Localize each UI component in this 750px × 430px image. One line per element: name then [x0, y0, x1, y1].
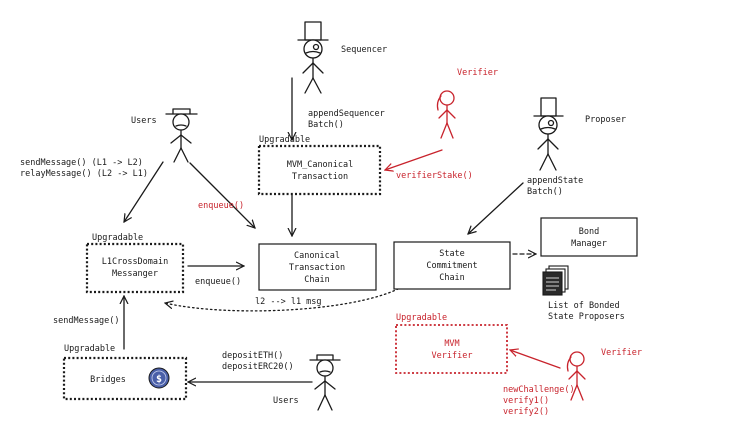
dollar-coin-icon: $ — [148, 367, 170, 389]
bridges-label: Bridges — [90, 375, 126, 385]
proposer-label: Proposer — [585, 115, 626, 125]
sequencer-actor: Sequencer — [297, 21, 387, 94]
upgradable-badge-bridges: Upgradable — [64, 344, 115, 354]
upgradable-badge-l1cdm: Upgradable — [92, 233, 143, 243]
append-sequencer-line-2: Batch() — [308, 120, 344, 130]
mvm-verifier-box — [395, 324, 508, 374]
bond-manager-box — [540, 217, 638, 257]
arrow-verifier-to-mvm-tx — [385, 149, 443, 170]
arrow-users-to-l1cdm — [124, 161, 164, 222]
new-challenge-label: newChallenge() — [503, 385, 575, 395]
l1-cross-domain-messenger-box — [85, 242, 185, 294]
proposer-actor: Proposer — [533, 97, 626, 171]
verifier-bottom-actor: Verifier — [566, 348, 642, 401]
arrow-users-to-ctc — [189, 162, 255, 228]
svg-text:$: $ — [156, 374, 162, 385]
ctc-line-3: Chain — [304, 275, 330, 285]
ctc-line-2: Transaction — [289, 263, 345, 273]
l1cdm-line-2: Messanger — [112, 269, 158, 279]
enqueue-label: enqueue() — [195, 277, 241, 287]
ponytail-person-icon — [566, 351, 586, 401]
bonded-proposers-line-2: State Proposers — [548, 312, 625, 322]
state-commitment-chain-box — [393, 241, 511, 290]
l1cdm-line-1: L1CrossDomain — [102, 257, 169, 267]
ctc-line-1: Canonical — [294, 251, 340, 261]
send-message-label: sendMessage() — [53, 316, 120, 326]
flow-arrows — [124, 77, 561, 382]
mvm-verifier-line-1: MVM — [444, 339, 459, 349]
scc-line-1: State — [439, 249, 465, 259]
mvm-verifier-line-2: Verifier — [432, 351, 473, 361]
bond-line-2: Manager — [571, 239, 607, 249]
bond-line-1: Bond — [579, 227, 599, 237]
send-message-l1-l2: sendMessage() (L1 -> L2) — [20, 158, 143, 168]
scc-line-2: Commitment — [426, 261, 477, 271]
flat-hat-person-icon — [165, 108, 198, 163]
verifier-stake-label: verifierStake() — [396, 171, 473, 181]
deposit-eth-label: depositETH() — [222, 351, 283, 361]
upgradable-badge-verifier: Upgradable — [396, 313, 447, 323]
mvm-canonical-transaction-box — [257, 144, 382, 196]
bonded-proposers-line-1: List of Bonded — [548, 301, 620, 311]
verifier-top-label: Verifier — [457, 68, 498, 78]
scc-line-3: Chain — [439, 273, 465, 283]
relay-message-l2-l1: relayMessage() (L2 -> L1) — [20, 169, 148, 179]
arrow-ctc-to-l1cdm-dotted — [165, 281, 411, 312]
arrow-proposer-to-scc — [468, 182, 524, 234]
users-top-actor: Users — [131, 108, 198, 163]
append-sequencer-line-1: appendSequencer — [308, 109, 385, 119]
verifier-bottom-label: Verifier — [601, 348, 642, 358]
mvm-tx-line-2: Transaction — [292, 172, 348, 182]
arrow-verifier-to-mvm-verifier — [510, 350, 561, 369]
deposit-erc20-label: depositERC20() — [222, 362, 294, 372]
canonical-transaction-chain-box — [258, 243, 377, 291]
users-top-label: Users — [131, 116, 157, 126]
l2-to-l1-msg-label: l2 --> l1 msg — [255, 297, 322, 307]
mvm-tx-line-1: MVM_Canonical — [287, 160, 354, 170]
enqueue-red-label: enqueue() — [198, 201, 244, 211]
flat-hat-person-icon — [309, 354, 341, 411]
verify1-label: verify1() — [503, 396, 549, 406]
append-state-line-1: appendState — [527, 176, 583, 186]
verifier-top-actor: Verifier — [436, 68, 498, 139]
users-bottom-actor: Users — [273, 354, 341, 411]
users-bottom-label: Users — [273, 396, 299, 406]
ponytail-person-icon — [436, 90, 456, 139]
sequencer-label: Sequencer — [341, 45, 387, 55]
top-hat-person-icon — [533, 97, 564, 171]
document-stack-icon — [542, 265, 569, 296]
top-hat-person-icon — [297, 21, 329, 94]
upgradable-badge-mvm-tx: Upgradable — [259, 135, 310, 145]
verify2-label: verify2() — [503, 407, 549, 417]
append-state-line-2: Batch() — [527, 187, 563, 197]
